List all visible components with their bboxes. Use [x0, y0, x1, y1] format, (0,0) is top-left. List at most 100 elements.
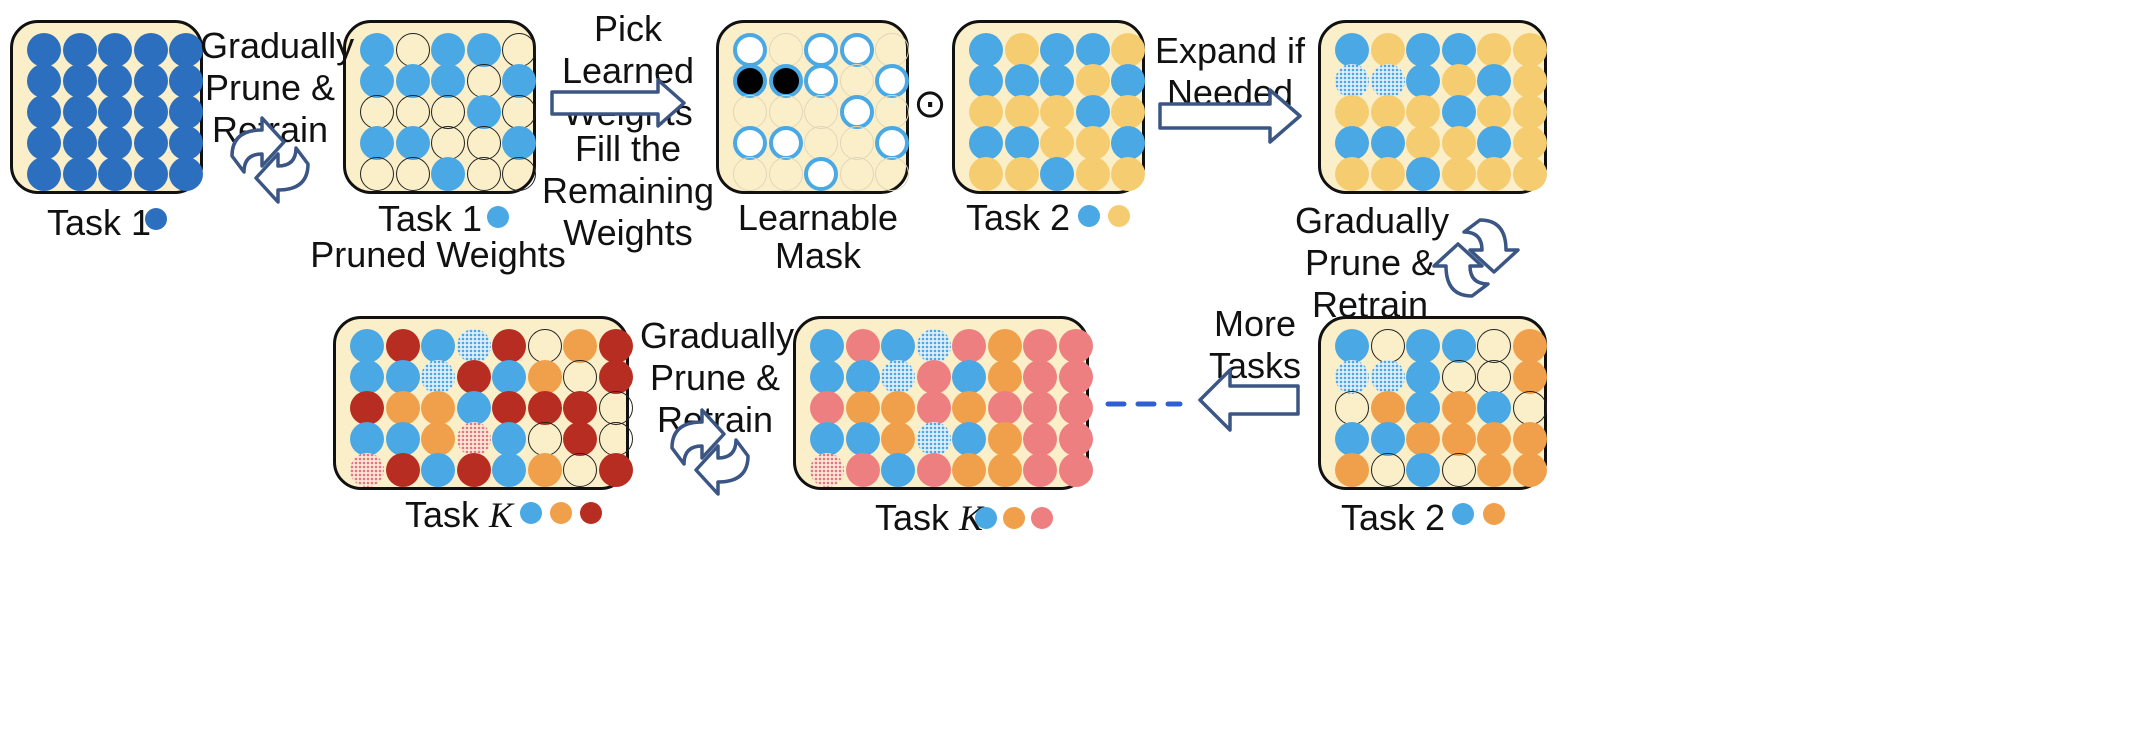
weight-dot	[969, 95, 1003, 129]
task2-expanded-panel	[1318, 20, 1547, 194]
task2-legend-dot-yellow	[1108, 205, 1130, 227]
cycle-icon-2	[1432, 218, 1520, 298]
weight-dot	[1406, 33, 1440, 67]
task1-pruned-label: Task 1	[377, 198, 483, 239]
weight-dot	[1023, 391, 1057, 425]
weight-dot	[804, 64, 838, 98]
weight-dot	[395, 64, 430, 98]
weight-dot	[1370, 157, 1405, 191]
weight-dot	[169, 95, 203, 129]
weight-dot	[987, 391, 1022, 425]
weight-dot	[1004, 157, 1039, 191]
weight-dot	[598, 360, 633, 394]
weight-dot	[1406, 422, 1440, 456]
weight-dot	[1370, 64, 1405, 98]
prune3-line2: Prune &	[649, 357, 781, 398]
fill-line3: Weights	[563, 212, 693, 253]
weight-dot	[527, 453, 562, 487]
weight-dot	[98, 157, 132, 191]
weight-dot	[810, 360, 844, 394]
weight-dot	[1512, 453, 1547, 487]
weight-dot	[1111, 157, 1145, 191]
weight-dot	[421, 360, 455, 394]
weight-dot	[169, 126, 203, 160]
taskK-left-var: K	[489, 495, 514, 535]
weight-dot	[492, 360, 526, 394]
weight-dot	[1370, 126, 1405, 160]
weight-dot	[916, 329, 951, 363]
weight-dot	[1477, 33, 1511, 67]
weight-dot	[385, 453, 420, 487]
weight-dot	[1406, 126, 1440, 160]
weight-dot	[1441, 64, 1476, 98]
weight-dot	[881, 422, 915, 456]
weight-dot	[969, 33, 1003, 67]
weight-dot	[492, 453, 526, 487]
prune2-line2: Prune &	[1304, 242, 1436, 283]
weight-dot	[1058, 391, 1093, 425]
weight-dot	[916, 391, 951, 425]
prune-retrain-text-2: Gradually Prune & Retrain	[1295, 200, 1449, 326]
weight-dot	[350, 329, 384, 363]
weight-dot	[845, 329, 880, 363]
right-arrow-pick	[550, 78, 686, 128]
weight-dot	[1406, 453, 1440, 487]
taskK-expanded-panel	[793, 316, 1093, 490]
weight-dot	[1023, 453, 1057, 487]
weight-dot	[385, 329, 420, 363]
fill-remaining-weights-text: Fill the Remaining Weights	[530, 128, 726, 254]
weight-dot	[733, 157, 767, 191]
weight-dot	[1335, 95, 1369, 129]
weight-dot	[456, 329, 491, 363]
taskK-left-legend-orange	[550, 502, 572, 524]
weight-dot	[1406, 157, 1440, 191]
weight-dot	[492, 422, 526, 456]
weight-dot	[1075, 157, 1110, 191]
weight-dot	[1441, 157, 1476, 191]
weight-dot	[169, 157, 203, 191]
weight-dot	[875, 126, 909, 160]
task2-legend-dot-blue	[1078, 205, 1100, 227]
weight-dot	[27, 33, 61, 67]
weight-dot	[952, 391, 986, 425]
weight-dot	[1075, 33, 1110, 67]
right-arrow-expand	[1158, 88, 1302, 144]
taskK-middle-legend-orange	[1003, 507, 1025, 529]
weight-dot	[466, 95, 501, 129]
weight-dot	[385, 391, 420, 425]
weight-dot	[1477, 422, 1511, 456]
weight-dot	[845, 422, 880, 456]
weight-dot	[1023, 329, 1057, 363]
task1-weights-panel	[10, 20, 203, 194]
weight-dot	[969, 126, 1003, 160]
taskK-middle-label: Task K	[875, 497, 983, 538]
weight-dot	[350, 360, 384, 394]
weight-dot	[1370, 391, 1405, 425]
mask-label: Mask	[774, 235, 862, 276]
weight-dot	[395, 126, 430, 160]
fill-line2: Remaining	[541, 170, 715, 211]
weight-dot	[27, 95, 61, 129]
weight-dot	[881, 391, 915, 425]
weight-dot	[1477, 64, 1511, 98]
weight-dot	[395, 157, 430, 191]
weight-dot	[62, 33, 97, 67]
taskK-middle-text: Task	[875, 497, 960, 538]
weight-dot	[810, 391, 844, 425]
cycle-icon-3	[670, 408, 750, 496]
weight-dot	[1058, 422, 1093, 456]
weight-dot	[969, 157, 1003, 191]
weight-dot	[1058, 360, 1093, 394]
weight-dot	[169, 33, 203, 67]
weight-dot	[360, 64, 394, 98]
weight-dot	[1512, 422, 1547, 456]
weight-dot	[1111, 64, 1145, 98]
task1-legend-dot	[145, 208, 167, 230]
weight-dot	[360, 126, 394, 160]
weight-dot	[431, 64, 465, 98]
weight-dot	[881, 329, 915, 363]
weight-dot	[845, 453, 880, 487]
weight-dot	[1335, 422, 1369, 456]
weight-dot	[810, 453, 844, 487]
